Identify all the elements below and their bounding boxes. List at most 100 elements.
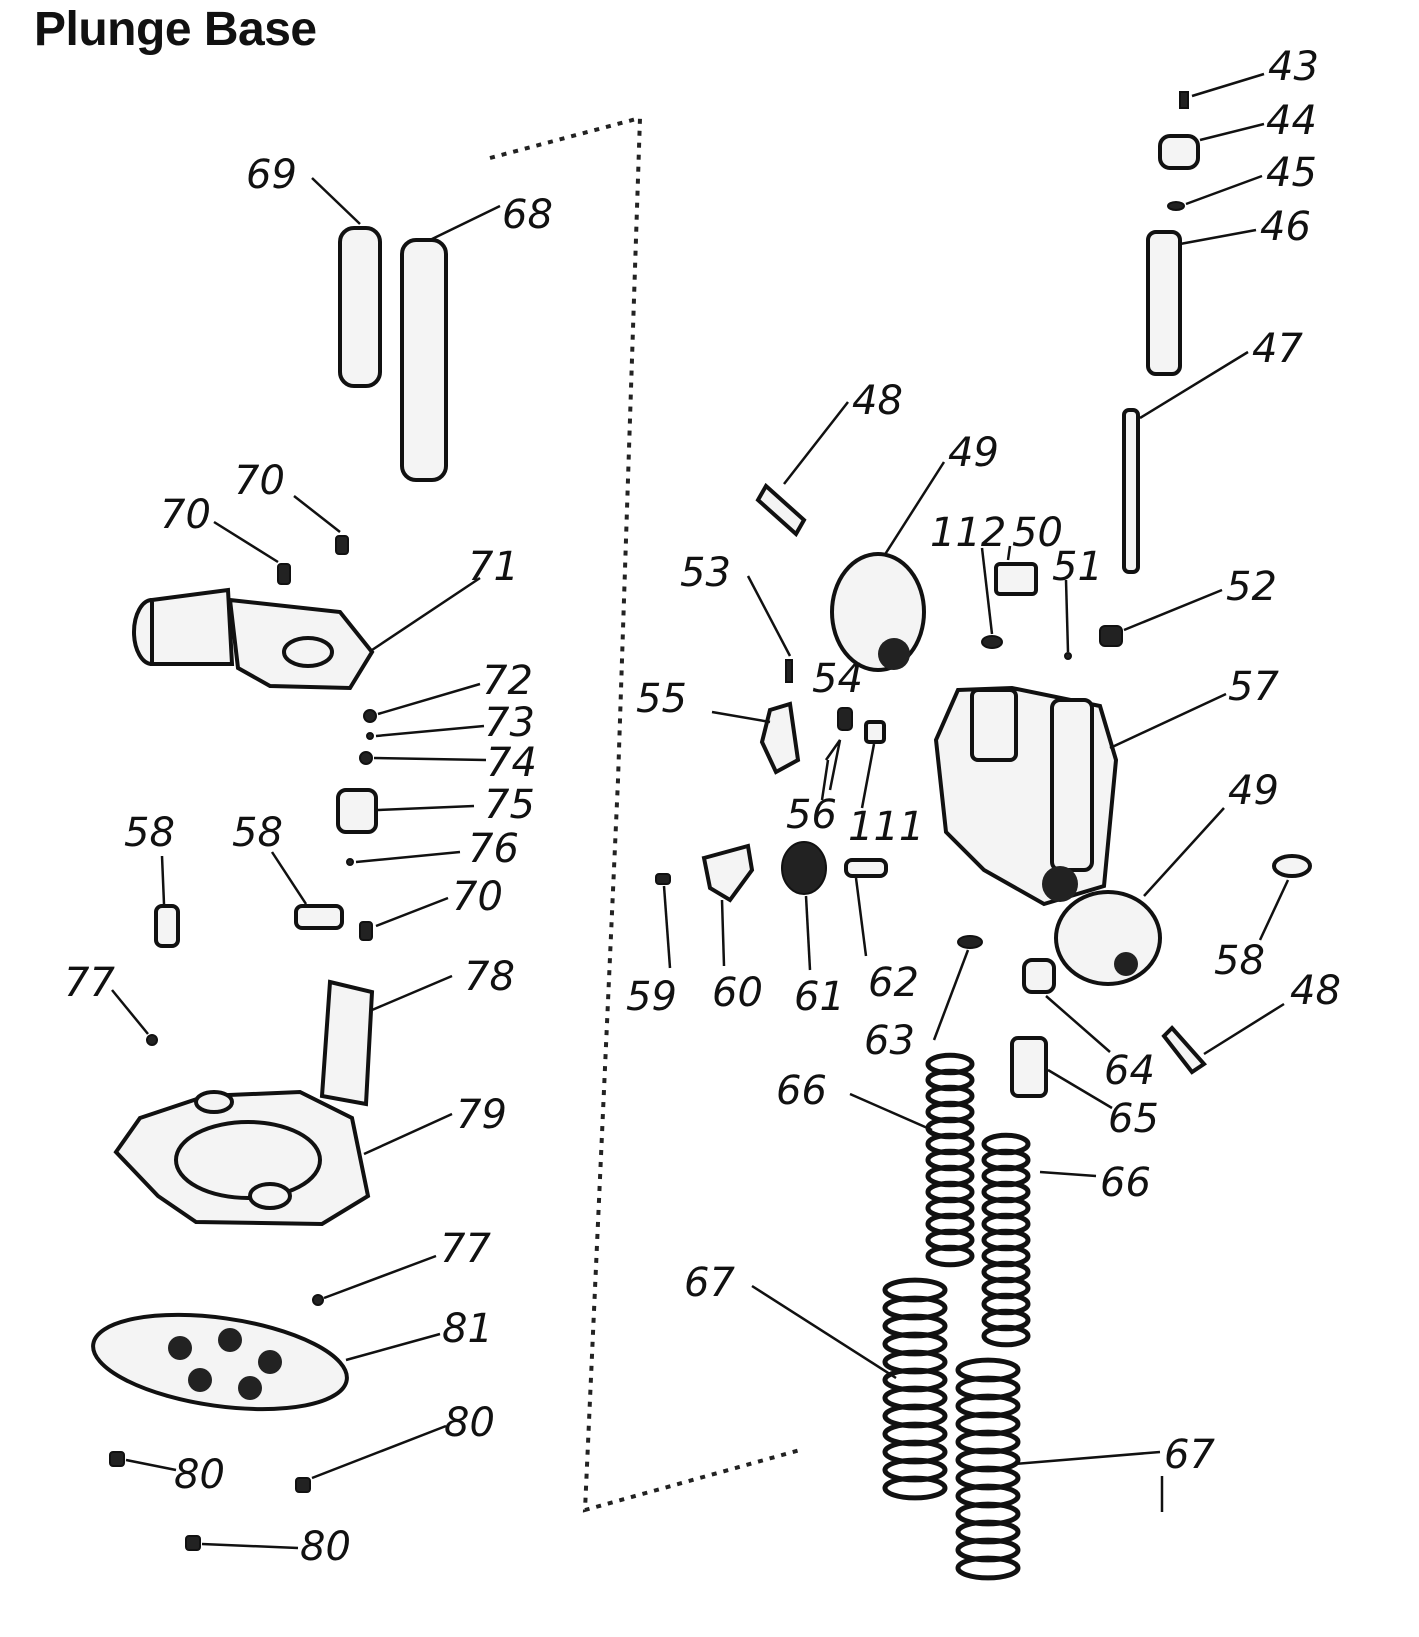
part-69-rod bbox=[338, 226, 382, 388]
part-77-screw bbox=[146, 1034, 158, 1046]
part-75-knob bbox=[336, 788, 378, 834]
label-58: 58 bbox=[232, 810, 283, 856]
part-80-screw bbox=[109, 1451, 125, 1467]
part-45-washer bbox=[1167, 201, 1185, 211]
label-63: 63 bbox=[864, 1018, 915, 1064]
label-55: 55 bbox=[636, 676, 687, 722]
label-78: 78 bbox=[464, 954, 515, 1000]
label-52: 52 bbox=[1226, 564, 1277, 610]
label-53: 53 bbox=[680, 550, 731, 596]
label-58: 58 bbox=[124, 810, 175, 856]
label-69: 69 bbox=[246, 152, 297, 198]
label-72: 72 bbox=[482, 658, 533, 704]
part-66-spring bbox=[981, 1132, 1031, 1348]
part-70-screw bbox=[277, 563, 291, 585]
part-60-trigger bbox=[701, 843, 755, 903]
label-77: 77 bbox=[64, 960, 115, 1006]
label-79: 79 bbox=[456, 1092, 507, 1138]
label-67: 67 bbox=[1164, 1432, 1215, 1478]
label-50: 50 bbox=[1012, 510, 1063, 556]
label-66: 66 bbox=[1100, 1160, 1151, 1206]
label-49: 49 bbox=[1228, 768, 1279, 814]
label-77: 77 bbox=[440, 1226, 491, 1272]
label-57: 57 bbox=[1228, 664, 1279, 710]
part-58-clamp bbox=[294, 904, 344, 930]
part-44-cap bbox=[1158, 134, 1200, 170]
part-67-spring bbox=[955, 1357, 1021, 1581]
label-67: 67 bbox=[684, 1260, 735, 1306]
label-111: 111 bbox=[848, 804, 924, 850]
part-58-clamp bbox=[1272, 854, 1312, 878]
part-78-plate bbox=[319, 979, 375, 1107]
label-48: 48 bbox=[1290, 968, 1341, 1014]
part-62-shaft bbox=[844, 858, 888, 878]
part-49-handle bbox=[1054, 890, 1162, 986]
label-44: 44 bbox=[1266, 98, 1317, 144]
part-53-pin bbox=[785, 659, 793, 683]
label-65: 65 bbox=[1108, 1096, 1159, 1142]
label-43: 43 bbox=[1268, 44, 1319, 90]
part-51-pin bbox=[1064, 652, 1072, 660]
part-64-bushing bbox=[1022, 958, 1056, 994]
label-75: 75 bbox=[484, 782, 535, 828]
part-61-knob bbox=[781, 841, 827, 895]
part-48-knob bbox=[755, 482, 807, 538]
label-70: 70 bbox=[452, 874, 503, 920]
label-64: 64 bbox=[1104, 1048, 1155, 1094]
label-81: 81 bbox=[442, 1306, 493, 1352]
spring-coil bbox=[882, 1475, 948, 1501]
part-74-nut bbox=[359, 751, 373, 765]
label-80: 80 bbox=[444, 1400, 495, 1446]
label-74: 74 bbox=[486, 740, 537, 786]
part-80-screw bbox=[185, 1535, 201, 1551]
label-66: 66 bbox=[776, 1068, 827, 1114]
part-59-screw bbox=[655, 873, 671, 885]
part-70-screw bbox=[359, 921, 373, 941]
label-71: 71 bbox=[468, 544, 519, 590]
spring-coil bbox=[955, 1555, 1021, 1581]
label-48: 48 bbox=[852, 378, 903, 424]
part-46-tube bbox=[1146, 230, 1182, 376]
part-72-screw bbox=[363, 709, 377, 723]
label-59: 59 bbox=[626, 974, 677, 1020]
label-61: 61 bbox=[794, 974, 845, 1020]
part-81-subbase bbox=[91, 1312, 349, 1412]
label-58: 58 bbox=[1214, 938, 1265, 984]
diagram-title: Plunge Base bbox=[34, 3, 317, 56]
label-80: 80 bbox=[300, 1524, 351, 1570]
label-73: 73 bbox=[484, 700, 535, 746]
part-71-bracket bbox=[132, 587, 375, 691]
part-111-block bbox=[864, 720, 886, 744]
part-49-handle bbox=[830, 552, 926, 672]
part-68-rod bbox=[400, 238, 448, 482]
part-56-spring bbox=[824, 739, 842, 791]
part-58-clamp bbox=[154, 904, 180, 948]
label-70: 70 bbox=[160, 492, 211, 538]
part-57-housing bbox=[933, 685, 1119, 907]
part-70-screw bbox=[335, 535, 349, 555]
part-76-pin bbox=[346, 858, 354, 866]
part-52-screw bbox=[1099, 625, 1123, 647]
part-79-base bbox=[113, 1089, 371, 1227]
part-43-screw bbox=[1179, 91, 1189, 109]
label-80: 80 bbox=[174, 1452, 225, 1498]
label-68: 68 bbox=[502, 192, 553, 238]
part-50-block bbox=[994, 562, 1038, 596]
spring-coil bbox=[925, 1244, 975, 1268]
label-62: 62 bbox=[868, 960, 919, 1006]
part-55-latch bbox=[759, 701, 801, 775]
label-76: 76 bbox=[468, 826, 519, 872]
part-77-screw bbox=[312, 1294, 324, 1306]
label-51: 51 bbox=[1052, 544, 1103, 590]
label-45: 45 bbox=[1266, 150, 1317, 196]
label-112: 112 bbox=[930, 510, 1006, 556]
label-54: 54 bbox=[812, 656, 863, 702]
label-70: 70 bbox=[234, 458, 285, 504]
part-63-washer bbox=[957, 935, 983, 949]
label-60: 60 bbox=[712, 970, 763, 1016]
label-49: 49 bbox=[948, 430, 999, 476]
label-47: 47 bbox=[1252, 326, 1303, 372]
label-56: 56 bbox=[786, 792, 837, 838]
